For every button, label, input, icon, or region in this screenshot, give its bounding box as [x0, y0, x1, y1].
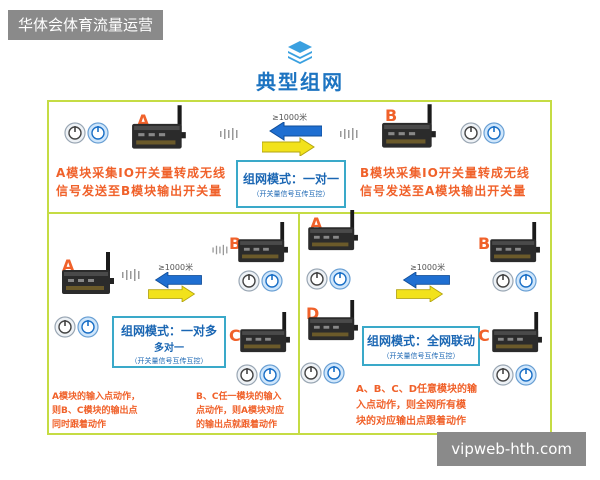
description-right: B、C任一模块的输入点动作，则A模块对应的输出点就跟着动作: [196, 392, 284, 430]
bidirectional-arrows-icon: [396, 272, 450, 302]
label-b: B: [229, 234, 242, 253]
radio-module-icon: [490, 312, 548, 356]
radio-module-icon: [306, 210, 364, 254]
layers-icon: [288, 41, 312, 64]
brand-banner: 华体会体育流量运营: [8, 10, 164, 40]
radio-module-icon: [488, 222, 546, 266]
radio-module-icon: [380, 104, 442, 152]
page-title: 典型组网: [256, 70, 344, 94]
description-b: B模块采集IO开关量转成无线信号发送至A模块输出开关量: [360, 166, 530, 198]
switch-buttons-icon: [238, 270, 284, 292]
label-c: C: [478, 326, 490, 345]
description-full-mesh: A、B、C、D任意模块的输入点动作，则全网所有模块的对应输出点跟着动作: [356, 384, 478, 427]
mode-title: 组网模式：全网联动: [366, 334, 475, 348]
bidirectional-arrows-icon: [262, 122, 322, 156]
panel-full-mesh: [298, 212, 552, 435]
mode-title: 组网模式：一对一: [242, 172, 339, 186]
switch-buttons-icon: [300, 362, 346, 384]
radio-module-icon: [130, 105, 192, 153]
distance-label: ≥1000米: [158, 263, 194, 272]
description-a: A模块采集IO开关量转成无线信号发送至B模块输出开关量: [56, 166, 226, 198]
signal-icon: [220, 127, 240, 141]
mode-subtitle: （开关量信号互传互控）: [382, 352, 460, 360]
mode-box-full-mesh: 组网模式：全网联动 （开关量信号互传互控）: [362, 326, 480, 366]
mode-box-one-to-many: 组网模式：一对多 多对一 （开关量信号互传互控）: [112, 316, 226, 368]
switch-buttons-icon: [492, 270, 538, 292]
switch-buttons-icon: [460, 122, 506, 144]
distance-label: ≥1000米: [272, 113, 308, 122]
distance-label: ≥1000米: [410, 263, 446, 272]
signal-icon: [340, 127, 360, 141]
site-tag: vipweb-hth.com: [437, 432, 586, 466]
label-b: B: [385, 106, 398, 125]
switch-buttons-icon: [492, 364, 538, 386]
label-c: C: [229, 326, 241, 345]
signal-icon: [212, 244, 230, 256]
mode-title: 组网模式：一对多: [120, 324, 217, 338]
signal-icon: [122, 268, 142, 282]
label-b: B: [478, 234, 491, 253]
mode-subtitle: （开关量信号互传互控）: [130, 357, 208, 365]
description-left: A模块的输入点动作，则B、C模块的输出点同时跟着动作: [52, 392, 140, 430]
mode-title-alt: 多对一: [154, 343, 184, 354]
switch-buttons-icon: [64, 122, 110, 144]
bidirectional-arrows-icon: [148, 272, 202, 302]
radio-module-icon: [306, 300, 364, 344]
mode-subtitle: （开关量信号互传互控）: [252, 190, 330, 198]
radio-module-icon: [236, 222, 294, 266]
switch-buttons-icon: [54, 316, 100, 338]
switch-buttons-icon: [306, 268, 352, 290]
radio-module-icon: [238, 312, 296, 356]
radio-module-icon: [60, 252, 120, 298]
switch-buttons-icon: [236, 364, 282, 386]
title-block: 典型组网: [0, 40, 600, 95]
mode-box-one-to-one: 组网模式：一对一 （开关量信号互传互控）: [236, 160, 346, 208]
